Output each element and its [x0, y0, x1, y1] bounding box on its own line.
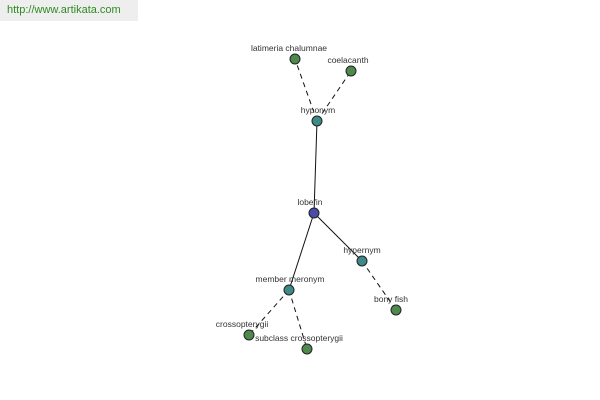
edge-lobefin-hyponym [313, 120, 318, 214]
nodes-layer [243, 53, 402, 355]
node-label-crossopterygii: crossopterygii [216, 319, 269, 329]
edge-lobefin-membermeronym [288, 212, 315, 291]
node-label-bonyfish: bony fish [374, 294, 408, 304]
node-membermeronym[interactable] [283, 284, 295, 296]
edge-membermeronym-subclass [288, 289, 308, 350]
edge-membermeronym-crossopterygii [248, 289, 290, 336]
node-coelacanth[interactable] [345, 65, 357, 77]
node-label-coelacanth: coelacanth [327, 55, 368, 65]
node-subclass[interactable] [301, 343, 313, 355]
edge-hyponym-coelacanth [316, 70, 352, 122]
edges-layer [248, 58, 397, 350]
node-label-membermeronym: member meronym [256, 274, 325, 284]
node-label-subclass: subclass crossopterygii [255, 333, 343, 343]
edge-hyponym-latimeria [294, 58, 318, 122]
edge-hypernym-bonyfish [361, 260, 397, 311]
node-hypernym[interactable] [356, 255, 368, 267]
node-latimeria[interactable] [289, 53, 301, 65]
node-label-hyponym: hyponym [301, 105, 336, 115]
node-crossopterygii[interactable] [243, 329, 255, 341]
labels-layer: lobefin hyponym latimeria chalumnaecoelaca… [216, 43, 408, 343]
node-label-latimeria: latimeria chalumnae [251, 43, 327, 53]
node-lobefin[interactable] [308, 207, 320, 219]
node-label-lobefin: lobefin [297, 197, 322, 207]
node-bonyfish[interactable] [390, 304, 402, 316]
watermark-url: http://www.artikata.com [0, 0, 138, 21]
node-hyponym[interactable] [311, 115, 323, 127]
edge-lobefin-hypernym [313, 212, 363, 262]
node-label-hypernym: hypernym [343, 245, 380, 255]
